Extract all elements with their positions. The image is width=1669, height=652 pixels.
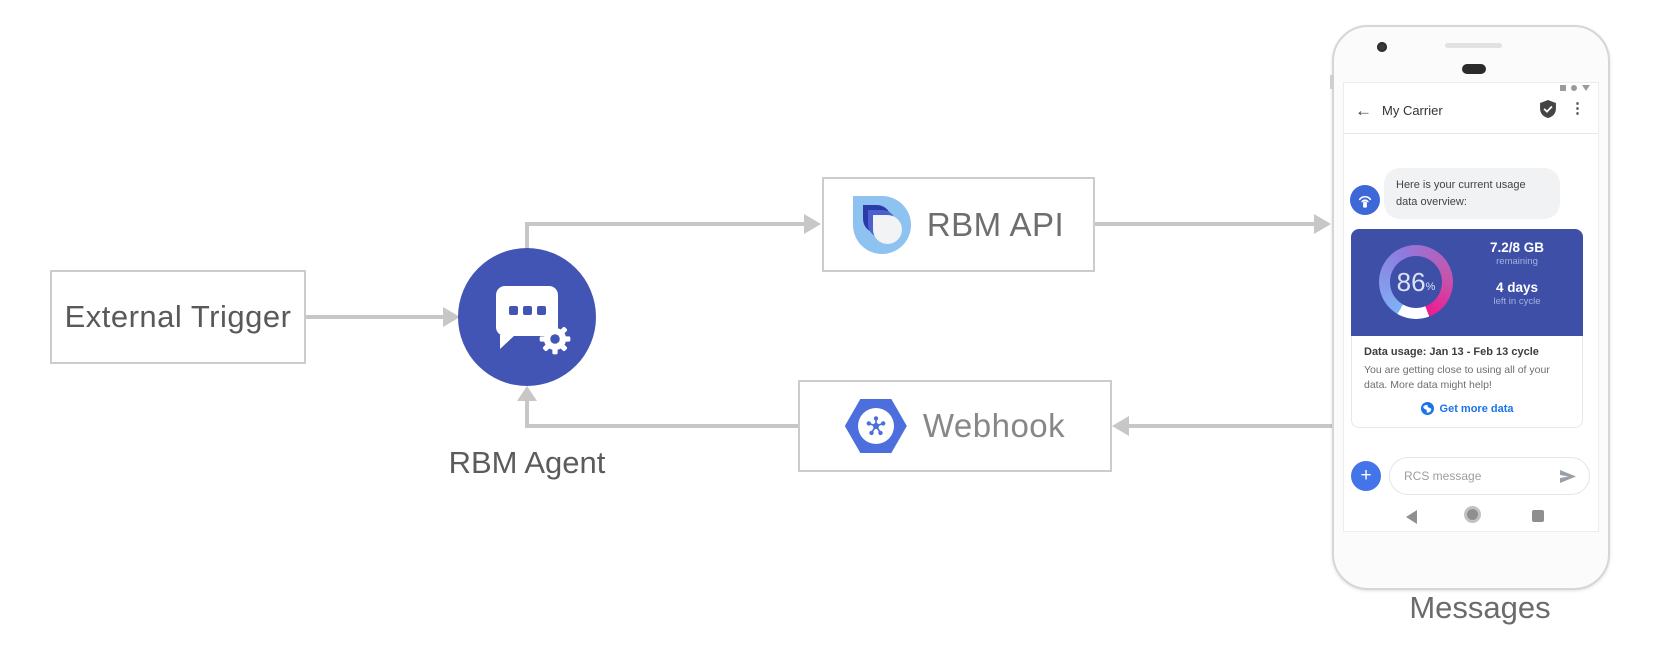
arrow-api-to-phone [1095,222,1316,226]
rbm-api-box: RBM API [822,177,1095,272]
status-signal-icon [1582,85,1590,91]
status-bar [1560,85,1590,91]
phone-mockup: ← My Carrier ⋮ Here is your current usag… [1330,25,1610,590]
status-circle-icon [1571,85,1577,91]
webhook-box: Webhook [798,380,1112,472]
get-more-data-label[interactable]: Get more data [1439,402,1514,415]
globe-icon [1420,402,1434,416]
usage-stats: 7.2/8 GB remaining 4 days left in cycle [1455,240,1579,307]
rbm-api-label: RBM API [926,205,1065,243]
rbm-agent-node [458,248,596,386]
arrowhead-trigger-to-agent [443,307,460,327]
front-camera [1377,42,1387,52]
webhook-label: Webhook [922,407,1066,444]
earpiece [1462,64,1486,74]
external-trigger-label: External Trigger [64,299,292,334]
arrowhead-api-to-phone [1314,214,1331,234]
phone-side-button [1330,75,1334,89]
arrow-trigger-to-agent [306,315,446,319]
arrowhead-webhook-to-agent [517,386,537,401]
arrow-webhook-to-agent-vertical [525,400,529,426]
attach-plus-button[interactable]: + [1351,461,1381,491]
get-more-data-action[interactable]: Get more data [1364,402,1570,416]
messages-caption: Messages [1409,590,1551,625]
remaining-label: remaining [1496,256,1538,267]
back-button[interactable]: ← [1355,101,1372,120]
send-button[interactable] [1559,469,1577,484]
arrow-agent-to-api-vertical [525,224,529,250]
gauge-percent: 86 [1396,266,1426,297]
message-composer [1389,457,1590,495]
chat-bubble-icon [496,286,558,349]
arrowhead-agent-to-api [804,214,821,234]
usage-card-body: You are getting close to using all of yo… [1364,364,1550,392]
arrow-phone-to-webhook [1128,424,1332,428]
usage-card-title: Data usage: Jan 13 - Feb 13 cycle [1364,346,1539,358]
nav-recents-button[interactable] [1532,510,1544,522]
cycle-label: left in cycle [1493,296,1541,307]
cloud-hexagon-icon [844,398,907,454]
usage-card-text: Data usage: Jan 13 - Feb 13 cycle You ar… [1351,336,1583,429]
gauge-percent-unit: % [1425,280,1436,293]
rbm-logo-icon [852,195,911,254]
gear-icon [537,321,573,362]
cycle-value: 4 days [1495,280,1539,295]
agent-avatar [1350,185,1380,215]
rcs-message-input[interactable] [1390,469,1559,483]
remaining-value: 7.2/8 GB [1489,240,1545,255]
usage-rich-card: 86 % 7.2/8 GB remaining 4 days left in c… [1351,229,1583,429]
rbm-agent-label: RBM Agent [448,445,606,480]
arrowhead-phone-to-webhook [1112,416,1129,436]
arrow-agent-to-api-horizontal [525,222,806,226]
nav-home-button[interactable] [1464,506,1481,523]
header-divider [1344,133,1598,134]
overflow-menu-button[interactable]: ⋮ [1570,100,1585,117]
phone-screen: ← My Carrier ⋮ Here is your current usag… [1343,82,1599,532]
arrow-webhook-to-agent-horizontal [525,424,798,428]
agent-message-bubble: Here is your current usage data overview… [1384,168,1560,219]
external-trigger-box: External Trigger [50,270,306,364]
bubble-dots [509,306,546,315]
verified-shield-icon [1540,100,1556,123]
conversation-title: My Carrier [1382,103,1443,118]
usage-card-media: 86 % 7.2/8 GB remaining 4 days left in c… [1351,229,1583,336]
nav-back-button[interactable] [1406,510,1417,524]
speaker-slot [1445,43,1502,48]
usage-gauge: 86 % [1379,245,1453,319]
status-square-icon [1560,85,1566,91]
